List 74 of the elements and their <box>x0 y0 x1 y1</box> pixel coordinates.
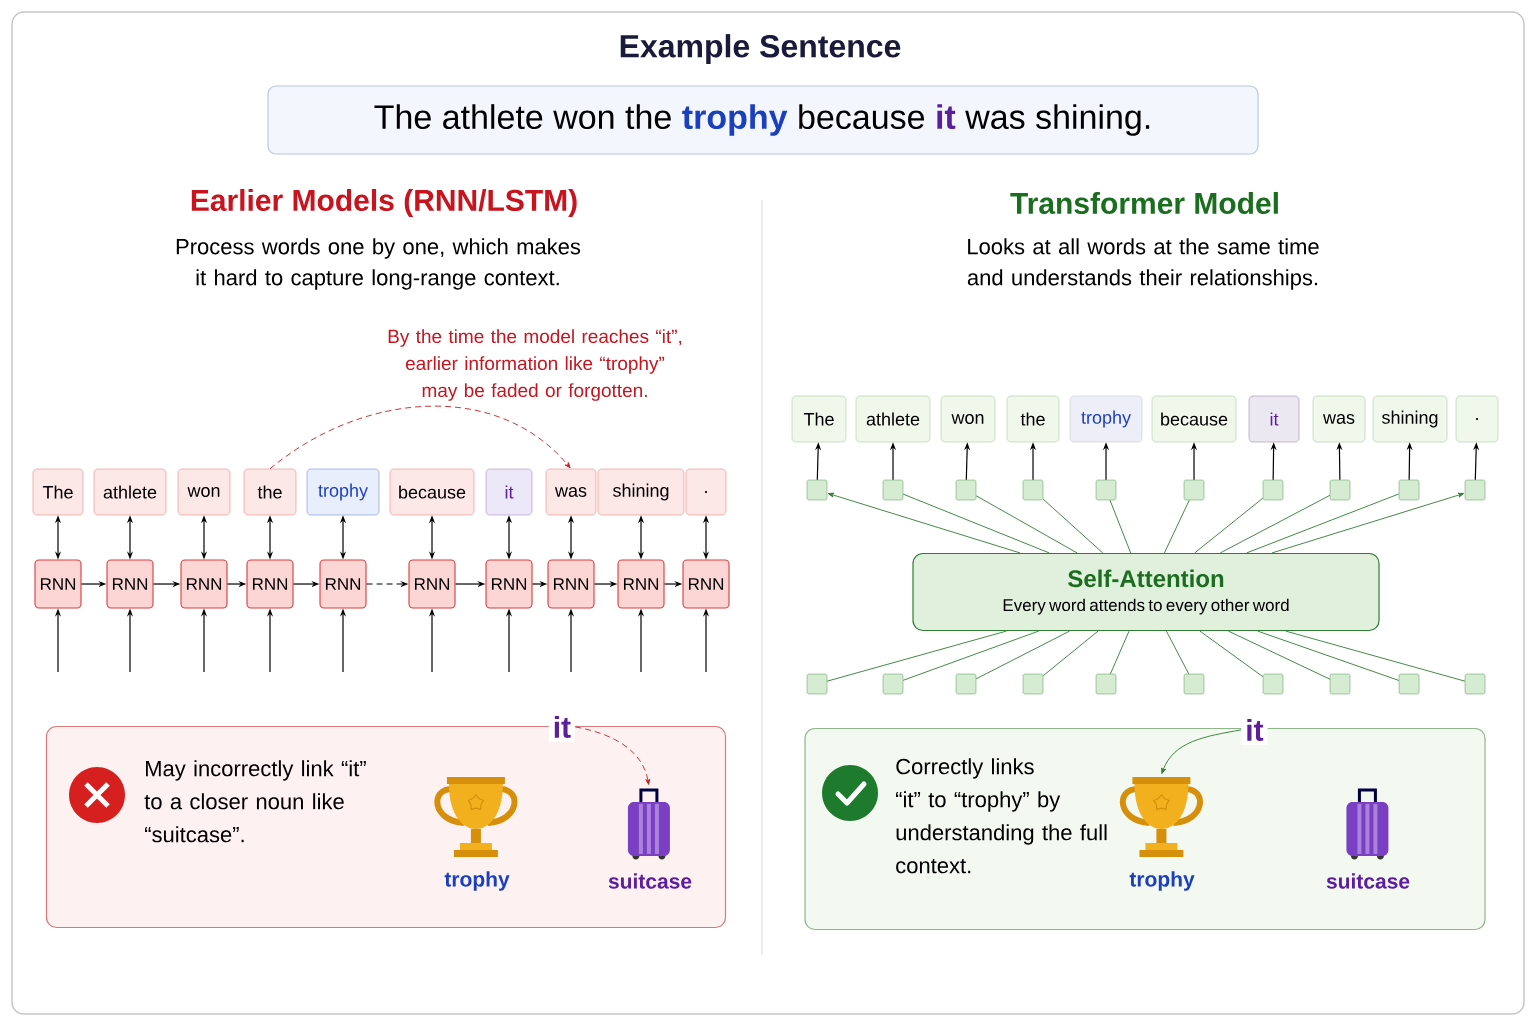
vector-square <box>882 673 904 695</box>
arrow <box>574 726 651 785</box>
word-box: . <box>685 468 727 516</box>
vector-square <box>1095 479 1117 501</box>
description-text: Process words one by one, which makes it hard to capture long-range context. <box>176 238 581 290</box>
word-box: the <box>1006 395 1060 443</box>
word-box: it <box>1248 395 1300 443</box>
vector-square <box>955 479 977 501</box>
word-box: athlete <box>93 468 167 516</box>
annotation-text: By the time the model reaches “it”, earlier information like “trophy” may be faded or forgotten. <box>388 329 682 401</box>
vector-square <box>882 479 904 501</box>
rnn-cell: RNN <box>617 559 665 609</box>
rnn-cell: RNN <box>34 559 82 609</box>
title: Example Sentence <box>620 34 901 64</box>
description-text: Looks at all words at the same time and understands their relationships. <box>967 238 1319 290</box>
rnn-cell: RNN <box>106 559 154 609</box>
vector-square <box>1095 673 1117 695</box>
vector-square <box>1183 479 1205 501</box>
word-box: because <box>1151 395 1237 443</box>
arrow <box>269 405 571 470</box>
word-box: the <box>243 468 297 516</box>
rnn-cell: RNN <box>319 559 367 609</box>
rnn-cell: RNN <box>547 559 595 609</box>
vector-square <box>1329 479 1351 501</box>
rnn-cell: RNN <box>408 559 456 609</box>
vector-square <box>1464 673 1486 695</box>
vector-square <box>1022 479 1044 501</box>
section-heading: Transformer Model <box>1010 192 1278 214</box>
word-box: because <box>389 468 475 516</box>
word-box: trophy <box>1069 395 1143 443</box>
arrow <box>828 492 1021 554</box>
panel-text: Correctly links “it” to “trophy” by understanding the full context. <box>896 758 1107 874</box>
word-box: trophy <box>306 468 380 516</box>
trophy-drawing <box>434 776 518 857</box>
vector-square <box>806 479 828 501</box>
picture-caption: trophy <box>1129 871 1195 891</box>
picture-caption: suitcase <box>608 873 692 889</box>
rnn-cell: RNN <box>180 559 228 609</box>
word-box: . <box>1455 395 1499 443</box>
word-box: athlete <box>855 395 931 443</box>
arrow <box>1271 492 1465 554</box>
word-box: won <box>940 395 996 443</box>
picture-caption: trophy <box>444 871 510 891</box>
vector-square <box>1262 673 1284 695</box>
vector-square <box>1398 673 1420 695</box>
vector-square <box>1022 673 1044 695</box>
word-box: was <box>545 468 597 516</box>
vector-square <box>1262 479 1284 501</box>
section-heading: Earlier Models (RNN/LSTM) <box>191 189 577 217</box>
vector-square <box>806 673 828 695</box>
suitcase-drawing <box>627 788 670 860</box>
word-box: The <box>32 468 84 516</box>
vector-square <box>955 673 977 695</box>
rnn-cell: RNN <box>682 559 730 609</box>
panel-text: May incorrectly link “it” to a closer noun like “suitcase”. <box>144 760 366 843</box>
suitcase-drawing <box>1346 788 1389 860</box>
rnn-cell: RNN <box>485 559 533 609</box>
sentence-box: The athlete won the trophy because it was shining. <box>267 85 1259 155</box>
picture-caption: suitcase <box>1326 873 1410 889</box>
attention-box: Self-Attention Every word attends to every other word <box>912 552 1380 632</box>
vector-square <box>1183 673 1205 695</box>
vector-square <box>1398 479 1420 501</box>
word-box: shining <box>1372 395 1448 443</box>
pronoun-label: it <box>1241 714 1268 745</box>
word-box: won <box>177 468 231 516</box>
word-box: shining <box>597 468 685 516</box>
trophy-drawing <box>1119 776 1203 857</box>
vector-square <box>1464 479 1486 501</box>
rnn-cell: RNN <box>246 559 294 609</box>
word-box: was <box>1312 395 1366 443</box>
vector-square <box>1329 673 1351 695</box>
arrow <box>1161 729 1242 774</box>
word-box: it <box>485 468 533 516</box>
word-box: The <box>791 395 847 443</box>
